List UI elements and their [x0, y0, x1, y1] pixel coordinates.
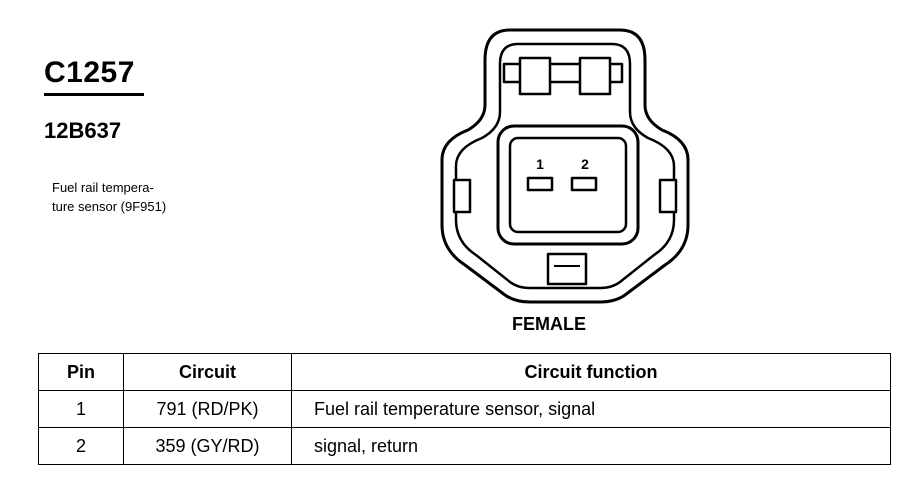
header-circuit: Circuit — [123, 353, 292, 391]
pinout-table: Pin Circuit Circuit function 1 791 (RD/P… — [38, 353, 891, 465]
part-number: 12B637 — [44, 118, 122, 143]
latch-bar — [502, 62, 624, 84]
connector-description: Fuel rail tempera- ture sensor (9F951) — [52, 178, 166, 216]
function-cell: signal, return — [291, 427, 891, 465]
header-pin: Pin — [38, 353, 124, 391]
bottom-key — [546, 252, 588, 286]
circuit-cell: 359 (GY/RD) — [123, 427, 292, 465]
connector-face-diagram: 1 2 — [440, 28, 690, 304]
housing-outer — [440, 28, 690, 304]
latch-right-tab — [578, 56, 612, 96]
pin-slot-1 — [526, 176, 554, 192]
pin-cell: 2 — [38, 427, 124, 465]
connector-id-underline — [44, 93, 144, 96]
description-line-2: ture sensor (9F951) — [52, 199, 167, 214]
pin-slot-2 — [570, 176, 598, 192]
pin-label-1: 1 — [536, 156, 544, 172]
side-lug-left — [452, 178, 472, 214]
table-header-row: Pin Circuit Circuit function — [38, 353, 891, 391]
header-circuit-function: Circuit function — [291, 353, 891, 391]
function-cell: Fuel rail temperature sensor, signal — [291, 390, 891, 428]
terminal-cavity-outer — [496, 124, 640, 246]
pin-cell: 1 — [38, 390, 124, 428]
housing-inner — [454, 42, 676, 290]
pin-label-2: 2 — [581, 156, 589, 172]
circuit-cell: 791 (RD/PK) — [123, 390, 292, 428]
connector-id: C1257 — [44, 56, 135, 89]
terminal-cavity-inner — [508, 136, 628, 234]
description-line-1: Fuel rail tempera- — [52, 180, 154, 195]
latch-left-tab — [518, 56, 552, 96]
table-row: 2 359 (GY/RD) signal, return — [38, 427, 891, 465]
side-lug-right — [658, 178, 678, 214]
connector-gender: FEMALE — [512, 314, 586, 334]
table-row: 1 791 (RD/PK) Fuel rail temperature sens… — [38, 390, 891, 428]
